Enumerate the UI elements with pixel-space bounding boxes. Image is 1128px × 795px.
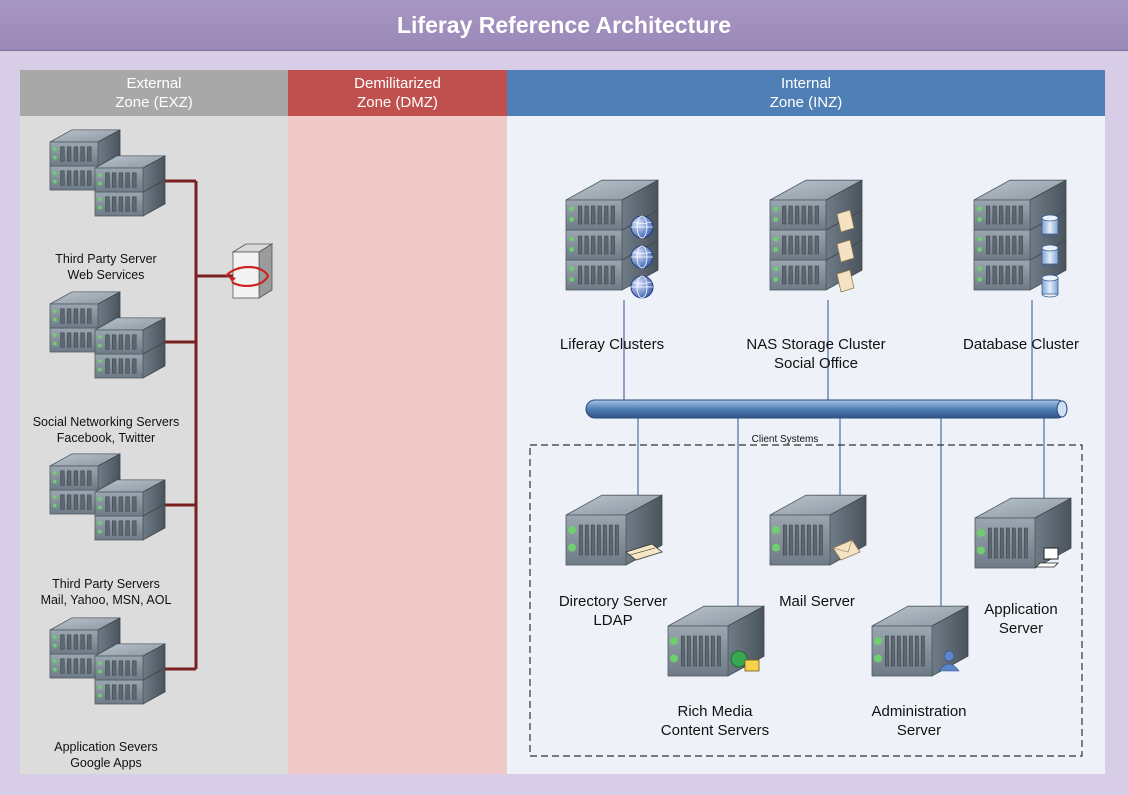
external-server-label: Social Networking Servers Facebook, Twit… (32, 415, 180, 445)
external-server-label: Third Party Server Web Services (55, 252, 157, 282)
server-stack (49, 129, 121, 191)
server-stack (973, 179, 1067, 298)
server-stack (769, 179, 863, 293)
zone-header-dmz: Demilitarized Zone (DMZ) (288, 70, 507, 116)
client-server-label: Application Server (984, 601, 1058, 637)
globe-icon (630, 275, 654, 299)
user-icon (938, 650, 960, 672)
zone-header-internal: Internal Zone (INZ) (507, 70, 1105, 116)
zone-external-line2: Zone (EXZ) (115, 94, 193, 111)
zone-internal-line1: Internal (780, 75, 832, 92)
computer-icon (1035, 547, 1059, 568)
network-bus (585, 399, 1068, 419)
document-icon (836, 239, 855, 263)
internal-connector-lines (623, 300, 1045, 640)
external-server-group (49, 453, 166, 541)
server-stack (565, 494, 663, 566)
zone-header-external: External Zone (EXZ) (20, 70, 288, 116)
external-server-group (49, 617, 166, 705)
server-stack (974, 497, 1072, 569)
envelope-icon (832, 539, 861, 561)
database-icon (1041, 214, 1059, 238)
database-icon (1041, 274, 1059, 298)
server-stack (94, 317, 166, 379)
globe-icon (630, 245, 654, 269)
zone-dmz-line2: Zone (DMZ) (357, 94, 438, 111)
document-icon (836, 209, 855, 233)
external-connector-lines (163, 179, 236, 671)
media-icon (730, 650, 760, 672)
server-stack (49, 617, 121, 679)
directory-icon (625, 543, 663, 561)
client-server-label: Directory Server LDAP (558, 593, 668, 629)
external-server-group (49, 291, 166, 379)
client-server-label: Rich Media Content Servers (660, 703, 770, 739)
client-systems-box (529, 444, 1083, 757)
cluster-label: Liferay Clusters (559, 336, 665, 353)
zone-body-dmz (288, 116, 507, 774)
client-server-label: Administration Server (871, 703, 967, 739)
server-stack (94, 155, 166, 217)
firewall-icon (225, 243, 274, 299)
server-stack (565, 179, 659, 299)
zone-external-line1: External (126, 75, 182, 92)
zone-internal-line2: Zone (INZ) (769, 94, 843, 111)
external-server-label: Third Party Servers Mail, Yahoo, MSN, AO… (40, 577, 172, 607)
document-icon (836, 269, 855, 293)
diagram-title: Liferay Reference Architecture (0, 0, 1128, 51)
external-server-label: Application Severs Google Apps (54, 740, 158, 770)
client-server-label: Mail Server (779, 593, 855, 610)
server-stack (769, 494, 867, 566)
server-stack (94, 643, 166, 705)
server-stack (871, 605, 969, 677)
client-systems-label: Client Systems (751, 434, 819, 445)
cluster-label: Database Cluster (963, 336, 1079, 353)
database-icon (1041, 244, 1059, 268)
zone-dmz-line1: Demilitarized (354, 75, 441, 92)
server-stack (94, 479, 166, 541)
server-stack (667, 605, 765, 677)
external-server-group (49, 129, 166, 217)
globe-icon (630, 215, 654, 239)
cluster-label: NAS Storage Cluster Social Office (746, 336, 886, 372)
